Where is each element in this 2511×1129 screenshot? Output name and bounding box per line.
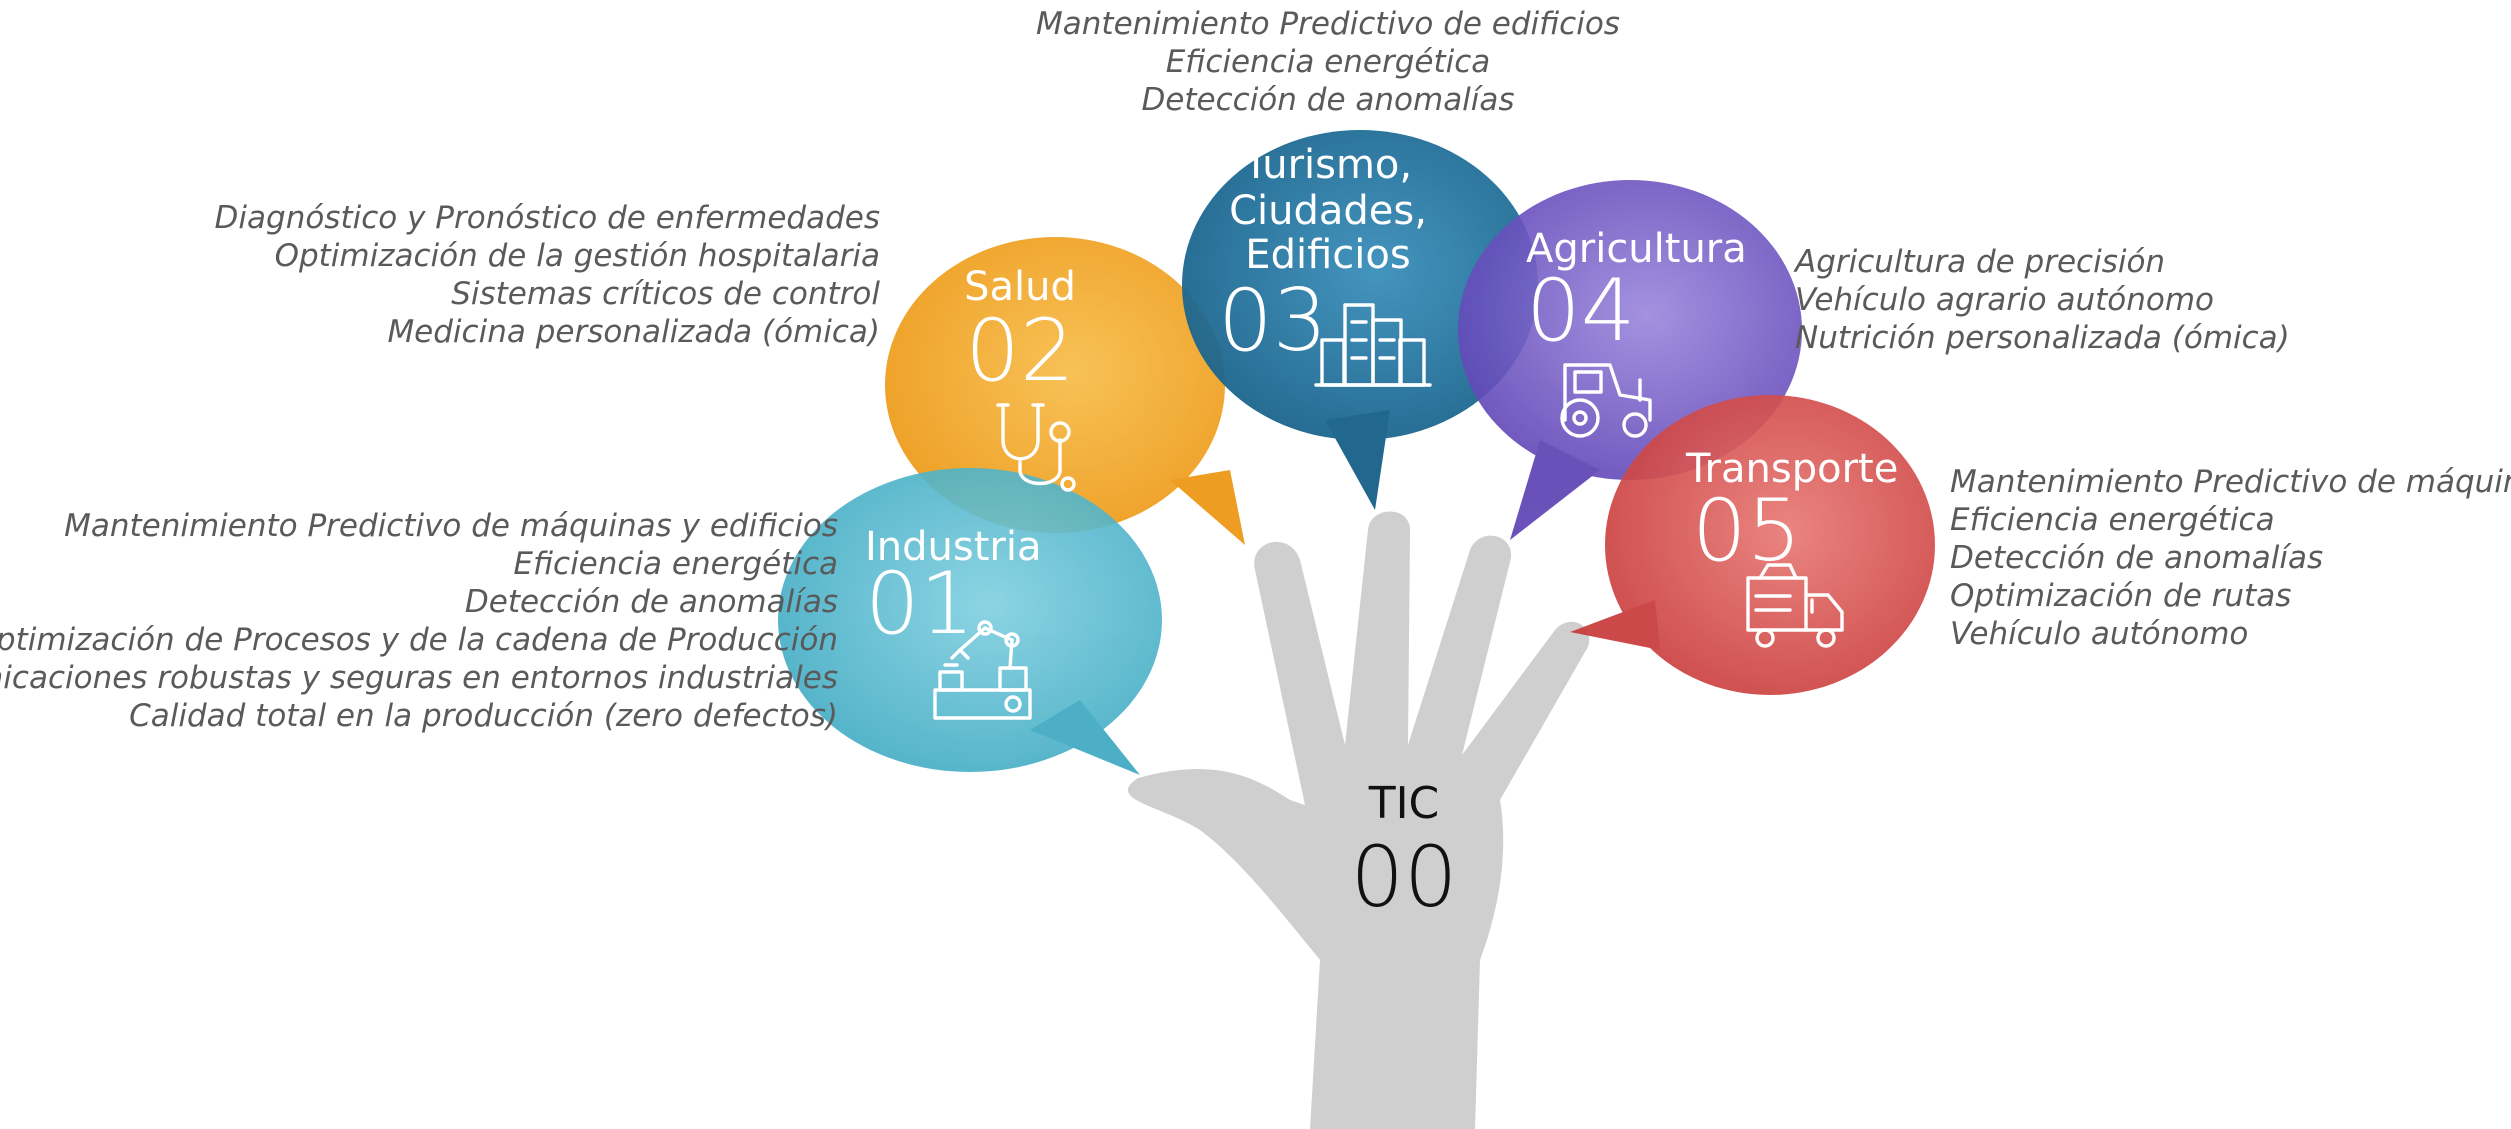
tractor-icon	[1560, 363, 1652, 438]
sector-title-turismo-line1: Turismo,	[1243, 142, 1412, 188]
list-item: Medicina personalizada (ómica)	[387, 314, 880, 350]
sector-bubble-transporte	[1570, 395, 1935, 695]
list-item: Calidad total en la producción (zero def…	[129, 698, 838, 734]
list-item: Detección de anomalías	[465, 584, 838, 620]
list-item: Vehículo agrario autónomo	[1795, 282, 2214, 318]
items-turismo: Mantenimiento Predictivo de edificios Ef…	[1036, 6, 1620, 118]
sector-bubble-salud	[885, 237, 1245, 545]
hand-shape	[1127, 511, 1590, 1129]
list-item: Mantenimiento Predictivo de edificios	[1036, 6, 1620, 42]
list-item: Mantenimiento Predictivo de máquinas	[1950, 464, 2511, 500]
robot-arm-icon	[933, 620, 1032, 720]
sector-number-turismo: 03	[1218, 271, 1327, 371]
sector-bubble-industria	[778, 468, 1162, 775]
sector-number-agricultura: 04	[1526, 261, 1635, 361]
center-number: 00	[1351, 828, 1458, 926]
list-item: Comunicaciones robustas y seguras en ent…	[0, 660, 838, 696]
list-item: Detección de anomalías	[1950, 540, 2323, 576]
items-transporte: Mantenimiento Predictivo de máquinas Efi…	[1950, 464, 2511, 652]
list-item: Agricultura de precisión	[1793, 244, 2165, 280]
list-item: Eficiencia energética	[1950, 502, 2275, 538]
sector-title-agricultura: Agricultura	[1526, 226, 1747, 272]
items-salud: Diagnóstico y Pronóstico de enfermedades…	[215, 200, 881, 350]
buildings-icon	[1314, 303, 1432, 387]
stethoscope-icon	[996, 403, 1076, 492]
sector-title-transporte: Transporte	[1685, 446, 1898, 492]
items-agricultura: Agricultura de precisión Vehículo agrari…	[1793, 244, 2290, 356]
sector-title-turismo-line3: Edificios	[1245, 232, 1410, 278]
sector-bubble-turismo	[1182, 130, 1538, 510]
sector-title-industria: Industria	[865, 524, 1041, 570]
list-item: Detección de anomalías	[1141, 82, 1514, 118]
list-item: Optimización de Procesos y de la cadena …	[0, 622, 838, 658]
sector-title-turismo-line2: Ciudades,	[1229, 188, 1427, 234]
list-item: Eficiencia energética	[513, 546, 838, 582]
list-item: Diagnóstico y Pronóstico de enfermedades	[215, 200, 880, 236]
list-item: Vehículo autónomo	[1950, 616, 2248, 652]
list-item: Sistemas críticos de control	[451, 276, 880, 312]
list-item: Optimización de la gestión hospitalaria	[275, 238, 880, 274]
list-item: Optimización de rutas	[1950, 578, 2291, 614]
list-item: Mantenimiento Predictivo de máquinas y e…	[64, 508, 838, 544]
sector-title-salud: Salud	[964, 264, 1076, 310]
center-title: TIC	[1368, 778, 1440, 829]
items-industria: Mantenimiento Predictivo de máquinas y e…	[0, 508, 838, 734]
list-item: Nutrición personalizada (ómica)	[1795, 320, 2290, 356]
truck-icon	[1746, 563, 1844, 648]
sector-number-industria: 01	[865, 554, 974, 654]
list-item: Eficiencia energética	[1166, 44, 1491, 80]
sector-number-salud: 02	[965, 301, 1074, 401]
